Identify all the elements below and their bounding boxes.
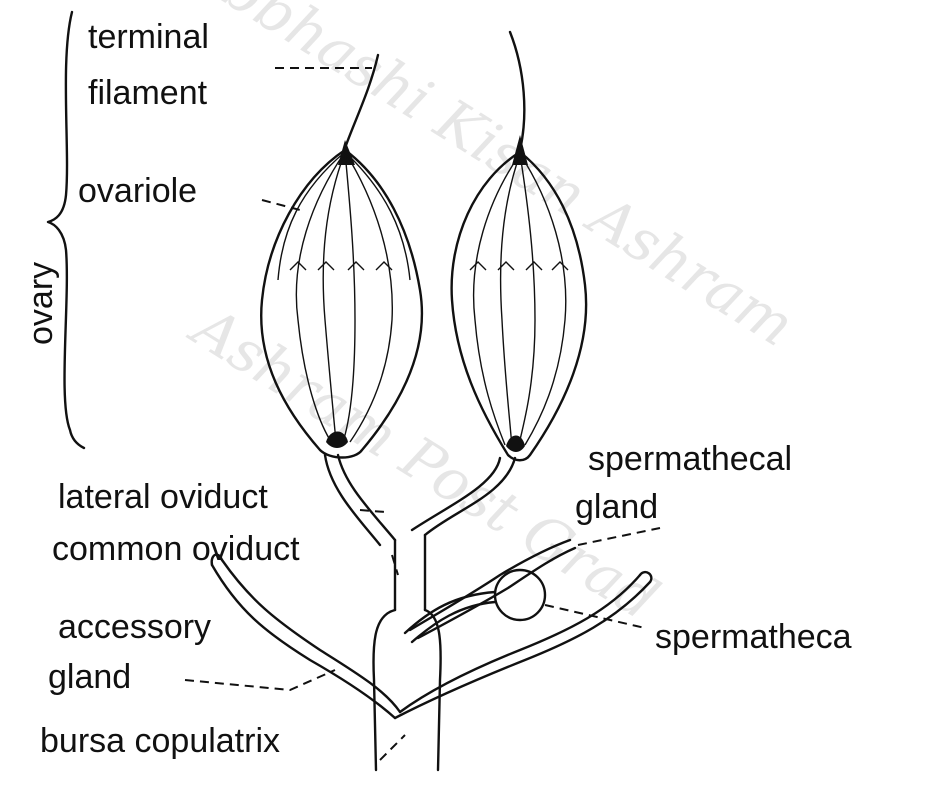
- label-ovary: ovary: [22, 262, 60, 345]
- ovary-bracket: [48, 12, 84, 448]
- left-ovariole-6: [345, 152, 410, 280]
- right-calyx: [506, 436, 525, 453]
- common-oviduct: [395, 535, 425, 610]
- label-spermathecal-gland-line-2: gland: [575, 488, 658, 526]
- label-ovariole: ovariole: [78, 172, 197, 210]
- label-accessory-gland-line-1: accessory: [58, 608, 211, 646]
- watermark-text-1: Dubbhashi Kisan Ashram: [139, 0, 806, 360]
- spermatheca-sac: [495, 570, 545, 620]
- right-oocyte-marks: [470, 262, 568, 270]
- label-lateral-oviduct: lateral oviduct: [58, 478, 268, 516]
- left-oocyte-marks: [290, 262, 392, 270]
- spermathecal-duct: [405, 592, 495, 642]
- accessory-gland-leader: [185, 670, 335, 690]
- label-spermatheca: spermatheca: [655, 618, 852, 656]
- label-common-oviduct: common oviduct: [52, 530, 300, 568]
- label-spermathecal-gland-line-1: spermathecal: [588, 440, 792, 478]
- bursa-copulatrix-leader: [380, 735, 405, 760]
- label-terminal-filament-line-2: filament: [88, 74, 208, 112]
- label-bursa-copulatrix: bursa copulatrix: [40, 722, 280, 760]
- label-accessory-gland-line-2: gland: [48, 658, 131, 696]
- left-accessory-gland-inner: [212, 565, 395, 718]
- bursa-copulatrix-body: [373, 610, 440, 770]
- label-terminal-filament-line-1: terminal: [88, 18, 209, 56]
